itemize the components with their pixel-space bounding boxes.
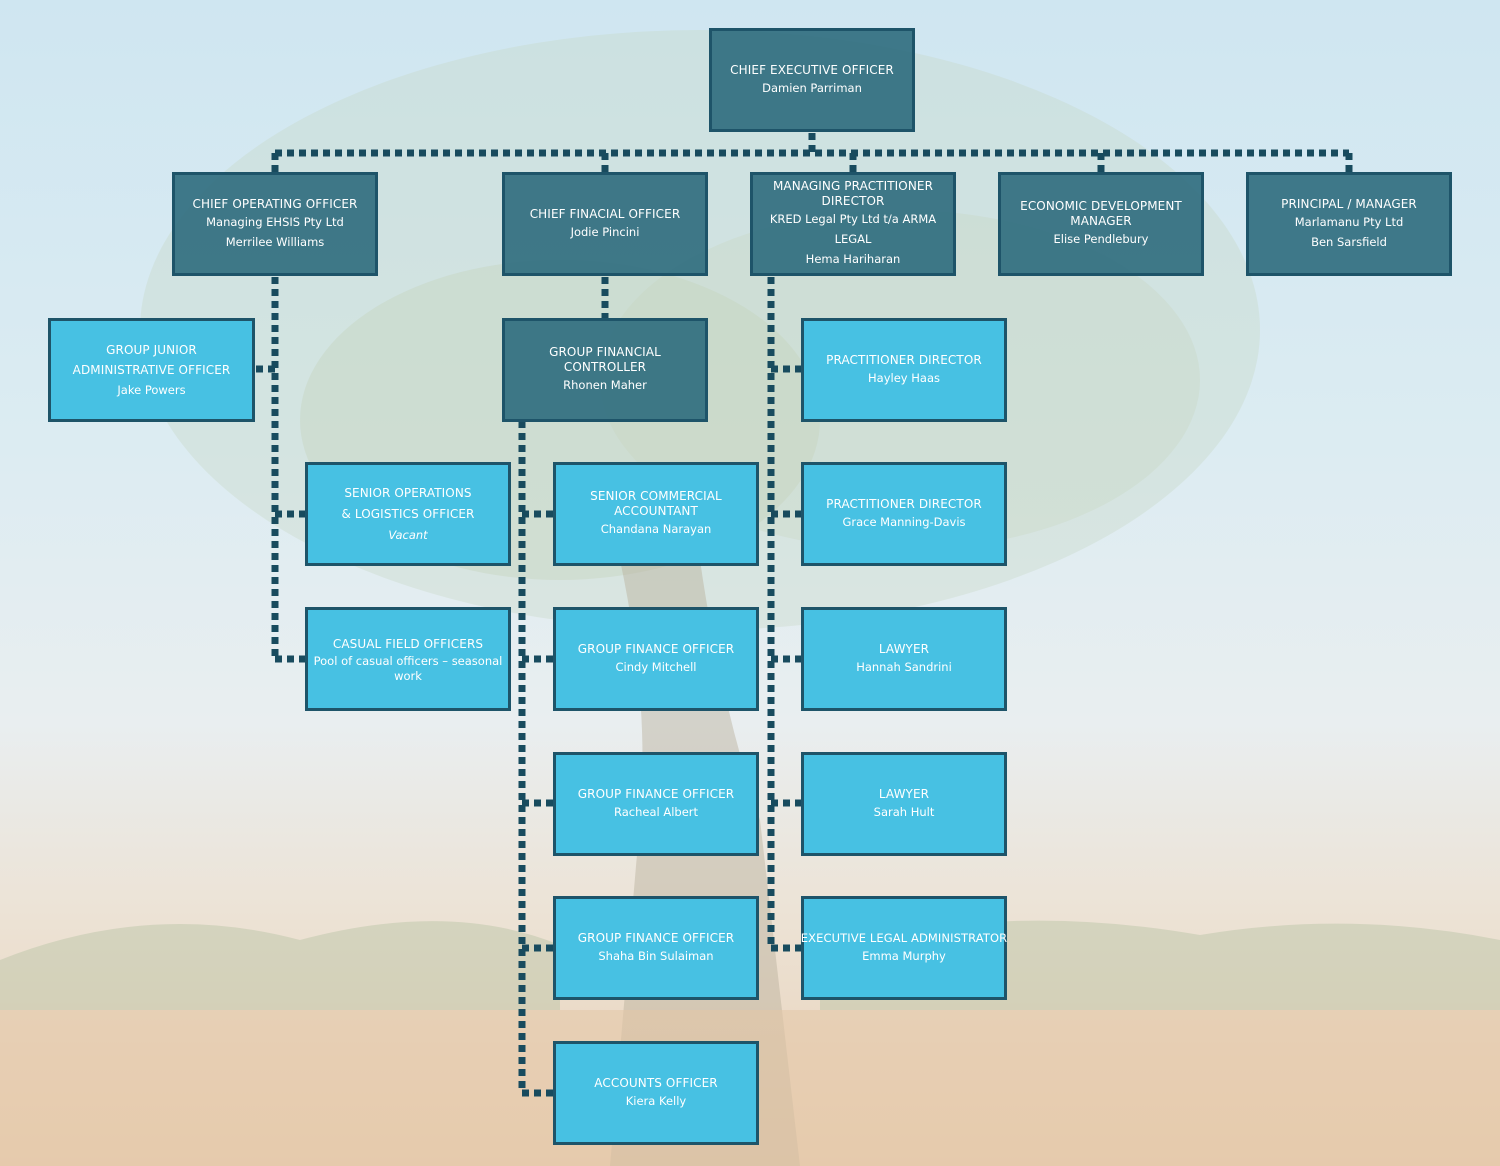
role-title: ACCOUNTS OFFICER [594,1075,718,1090]
person-name: Cindy Mitchell [615,659,697,674]
person-name: Jodie Pincini [570,224,640,239]
company-name: Marlamanu Pty Ltd [1294,214,1404,229]
role-title: PRINCIPAL / MANAGER [1281,196,1417,211]
role-title: CHIEF FINACIAL OFFICER [529,206,681,221]
law1-box: LAWYER Hannah Sandrini [801,607,1007,711]
role-title: EXECUTIVE LEGAL ADMINISTRATOR [800,930,1008,945]
person-name: Sarah Hult [873,804,935,819]
role-title: GROUP FINANCE OFFICER [577,930,735,945]
person-name: Kiera Kelly [625,1093,687,1108]
role-title: SENIOR COMMERCIAL ACCOUNTANT [590,489,722,518]
cfo-box: CHIEF FINACIAL OFFICER Jodie Pincini [502,172,708,276]
role-title: GROUP FINANCE OFFICER [577,786,735,801]
ceo-box: CHIEF EXECUTIVE OFFICER Damien Parriman [709,28,915,132]
role-title: GROUP JUNIOR ADMINISTRATIVE OFFICER [72,343,231,377]
person-name: Merrilee Williams [225,234,325,249]
person-name: Hannah Sandrini [856,659,952,674]
pd2-box: PRACTITIONER DIRECTOR Grace Manning-Davi… [801,462,1007,566]
company-name: KRED Legal Pty Ltd t/a ARMA LEGAL [769,212,937,246]
person-name: Emma Murphy [862,948,946,963]
gfc-box: GROUP FINANCIAL CONTROLLER Rhonen Maher [502,318,708,422]
law2-box: LAWYER Sarah Hult [801,752,1007,856]
person-name: Shaha Bin Sulaiman [598,948,714,963]
role-title: LAWYER [878,641,930,656]
role-title: CHIEF OPERATING OFFICER [192,196,358,211]
person-name: Jake Powers [117,383,186,397]
sca-box: SENIOR COMMERCIAL ACCOUNTANT Chandana Na… [553,462,759,566]
person-name: Grace Manning-Davis [842,514,966,529]
pm-box: PRINCIPAL / MANAGER Marlamanu Pty Ltd Be… [1246,172,1452,276]
gfo2-box: GROUP FINANCE OFFICER Racheal Albert [553,752,759,856]
person-name: Chandana Narayan [600,522,712,536]
role-title: ECONOMIC DEVELOPMENT MANAGER [1020,199,1182,228]
role-title: PRACTITIONER DIRECTOR [826,352,982,367]
gjao-box: GROUP JUNIOR ADMINISTRATIVE OFFICER Jake… [48,318,255,422]
role-title: GROUP FINANCE OFFICER [577,641,735,656]
person-name: Damien Parriman [762,80,862,95]
role-title: LAWYER [878,786,930,801]
person-name: Ben Sarsfield [1311,234,1387,249]
pd1-box: PRACTITIONER DIRECTOR Hayley Haas [801,318,1007,422]
role-title: MANAGING PRACTITIONER DIRECTOR [772,179,934,208]
gfo1-box: GROUP FINANCE OFFICER Cindy Mitchell [553,607,759,711]
coo-box: CHIEF OPERATING OFFICER Managing EHSIS P… [172,172,378,276]
role-title: GROUP FINANCIAL CONTROLLER [549,345,661,374]
solo-box: SENIOR OPERATIONS & LOGISTICS OFFICER Va… [305,462,511,566]
role-title: PRACTITIONER DIRECTOR [826,496,982,511]
cfof-box: CASUAL FIELD OFFICERS Pool of casual off… [305,607,511,711]
person-name: Hayley Haas [868,370,940,385]
role-title: CHIEF EXECUTIVE OFFICER [730,62,894,77]
ao-box: ACCOUNTS OFFICER Kiera Kelly [553,1041,759,1145]
ela-box: EXECUTIVE LEGAL ADMINISTRATOR Emma Murph… [801,896,1007,1000]
edm-box: ECONOMIC DEVELOPMENT MANAGER Elise Pendl… [998,172,1204,276]
person-name: Elise Pendlebury [1053,232,1149,246]
role-title: CASUAL FIELD OFFICERS [332,637,484,651]
person-name: Rhonen Maher [563,378,647,392]
gfo3-box: GROUP FINANCE OFFICER Shaha Bin Sulaiman [553,896,759,1000]
mpd-box: MANAGING PRACTITIONER DIRECTOR KRED Lega… [750,172,956,276]
person-name: Racheal Albert [613,804,699,819]
person-name: Hema Hariharan [805,252,901,266]
role-title: SENIOR OPERATIONS & LOGISTICS OFFICER [341,486,475,521]
person-name: Vacant [388,528,428,542]
role-description: Pool of casual officers – seasonal work [313,654,503,683]
company-name: Managing EHSIS Pty Ltd [206,214,344,229]
